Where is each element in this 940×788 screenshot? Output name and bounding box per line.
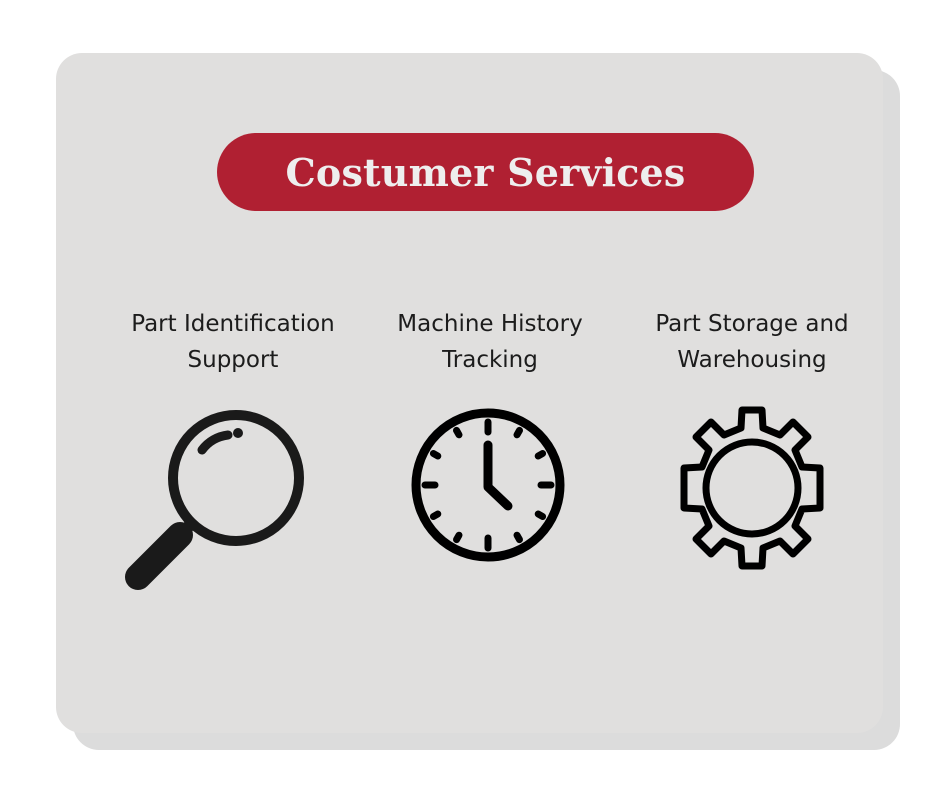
gear-icon: [662, 400, 842, 580]
service-part-storage: Part Storage and Warehousing: [632, 306, 872, 378]
service-label: Part Storage and Warehousing: [655, 311, 849, 373]
service-label: Machine History Tracking: [397, 311, 583, 373]
service-label: Part Identification Support: [131, 311, 335, 373]
service-machine-history: Machine History Tracking: [370, 306, 610, 378]
magnifying-glass-icon: [120, 405, 310, 595]
clock-icon: [408, 405, 568, 565]
page-title: Costumer Services: [285, 149, 686, 195]
title-banner: Costumer Services: [217, 133, 754, 211]
service-part-identification: Part Identification Support: [113, 306, 353, 378]
